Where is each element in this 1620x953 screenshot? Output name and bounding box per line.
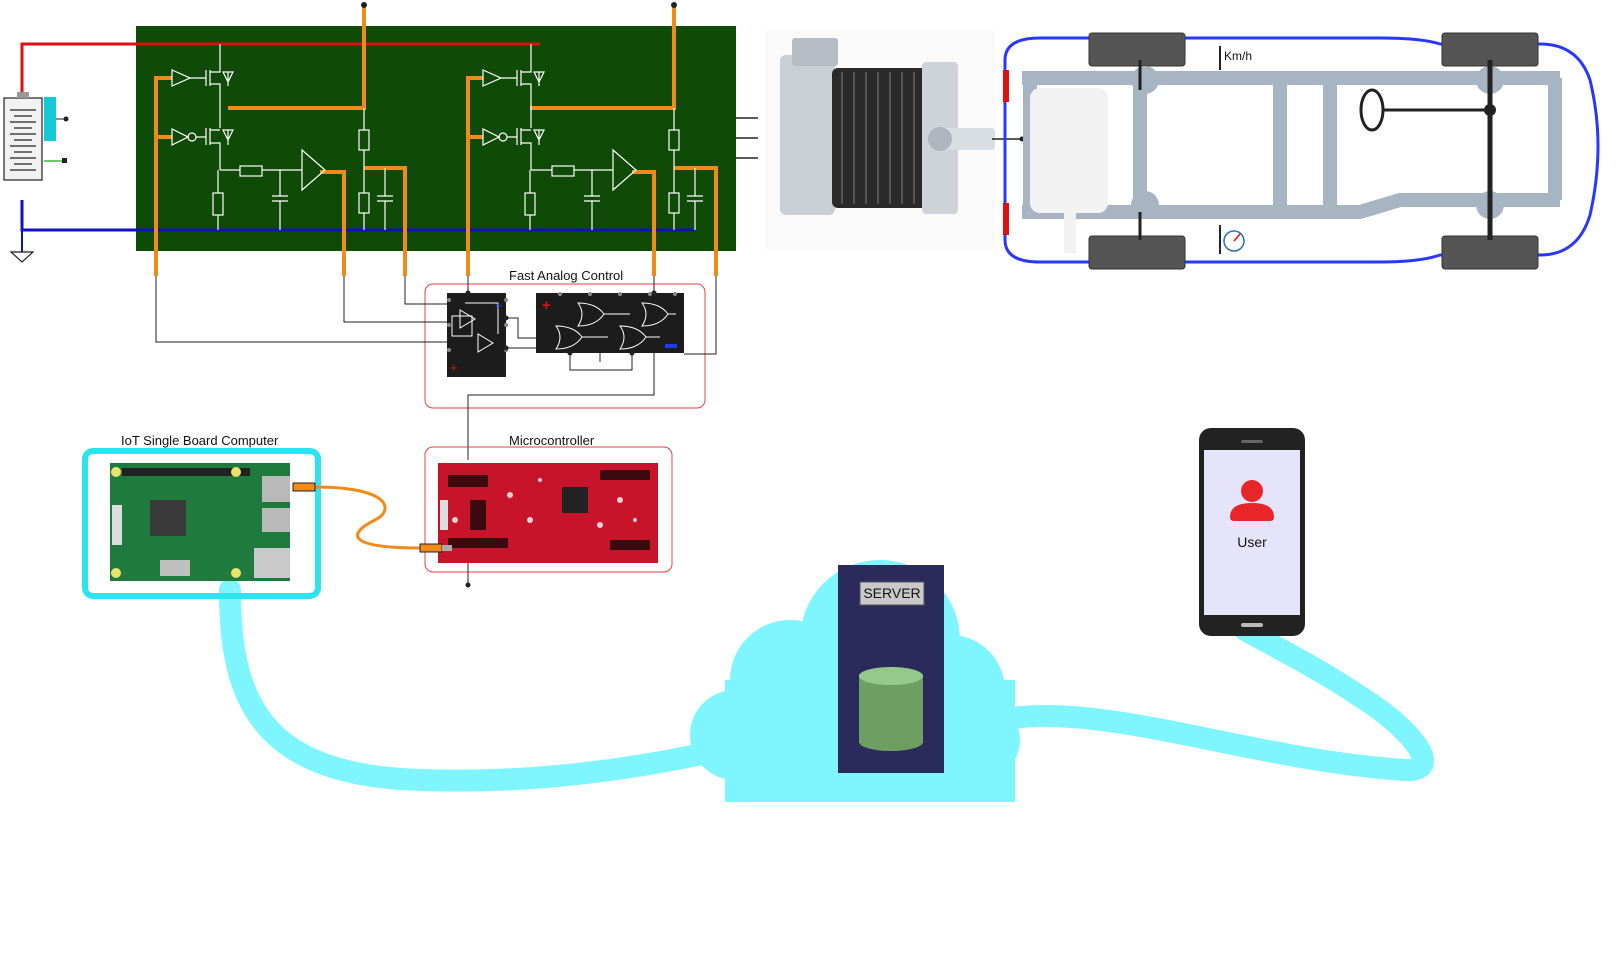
speed-unit-label: Km/h — [1224, 49, 1253, 63]
speedometer-icon — [1223, 230, 1245, 252]
svg-text:+: + — [450, 360, 458, 375]
battery-icon — [3, 92, 69, 181]
svg-text:+: + — [495, 299, 502, 313]
network-links — [219, 579, 1434, 792]
power-rail-positive — [20, 42, 540, 100]
fast-analog-control-label: Fast Analog Control — [509, 268, 624, 283]
comparator-chip: + + — [447, 293, 508, 377]
svg-text:+: + — [542, 297, 551, 314]
iot-board-section — [82, 448, 452, 599]
half-bridge-right — [482, 44, 703, 230]
half-bridge-left — [171, 44, 393, 230]
microcontroller-board[interactable] — [438, 463, 658, 563]
user-icon — [1230, 480, 1274, 521]
inverter-pcb — [20, 2, 758, 276]
user-label: User — [1237, 534, 1267, 550]
database-icon — [859, 667, 923, 751]
logic-gates-chip: + — [536, 292, 684, 353]
usb-cable — [314, 485, 421, 550]
fast-analog-control-section: + + + — [155, 276, 717, 460]
motor-icon — [765, 30, 995, 250]
server-label: SERVER — [863, 585, 921, 601]
server-rack — [838, 565, 944, 773]
ground-icon — [9, 251, 35, 263]
iot-board-label: IoT Single Board Computer — [121, 433, 279, 448]
cloud-phone-link — [989, 619, 1434, 782]
smartphone-icon[interactable] — [1199, 428, 1305, 636]
single-board-computer[interactable] — [110, 463, 290, 581]
iot-cloud-link — [219, 579, 751, 792]
microcontroller-label: Microcontroller — [509, 433, 595, 448]
microcontroller-section — [424, 446, 673, 588]
vehicle-chassis-icon — [1003, 32, 1600, 270]
